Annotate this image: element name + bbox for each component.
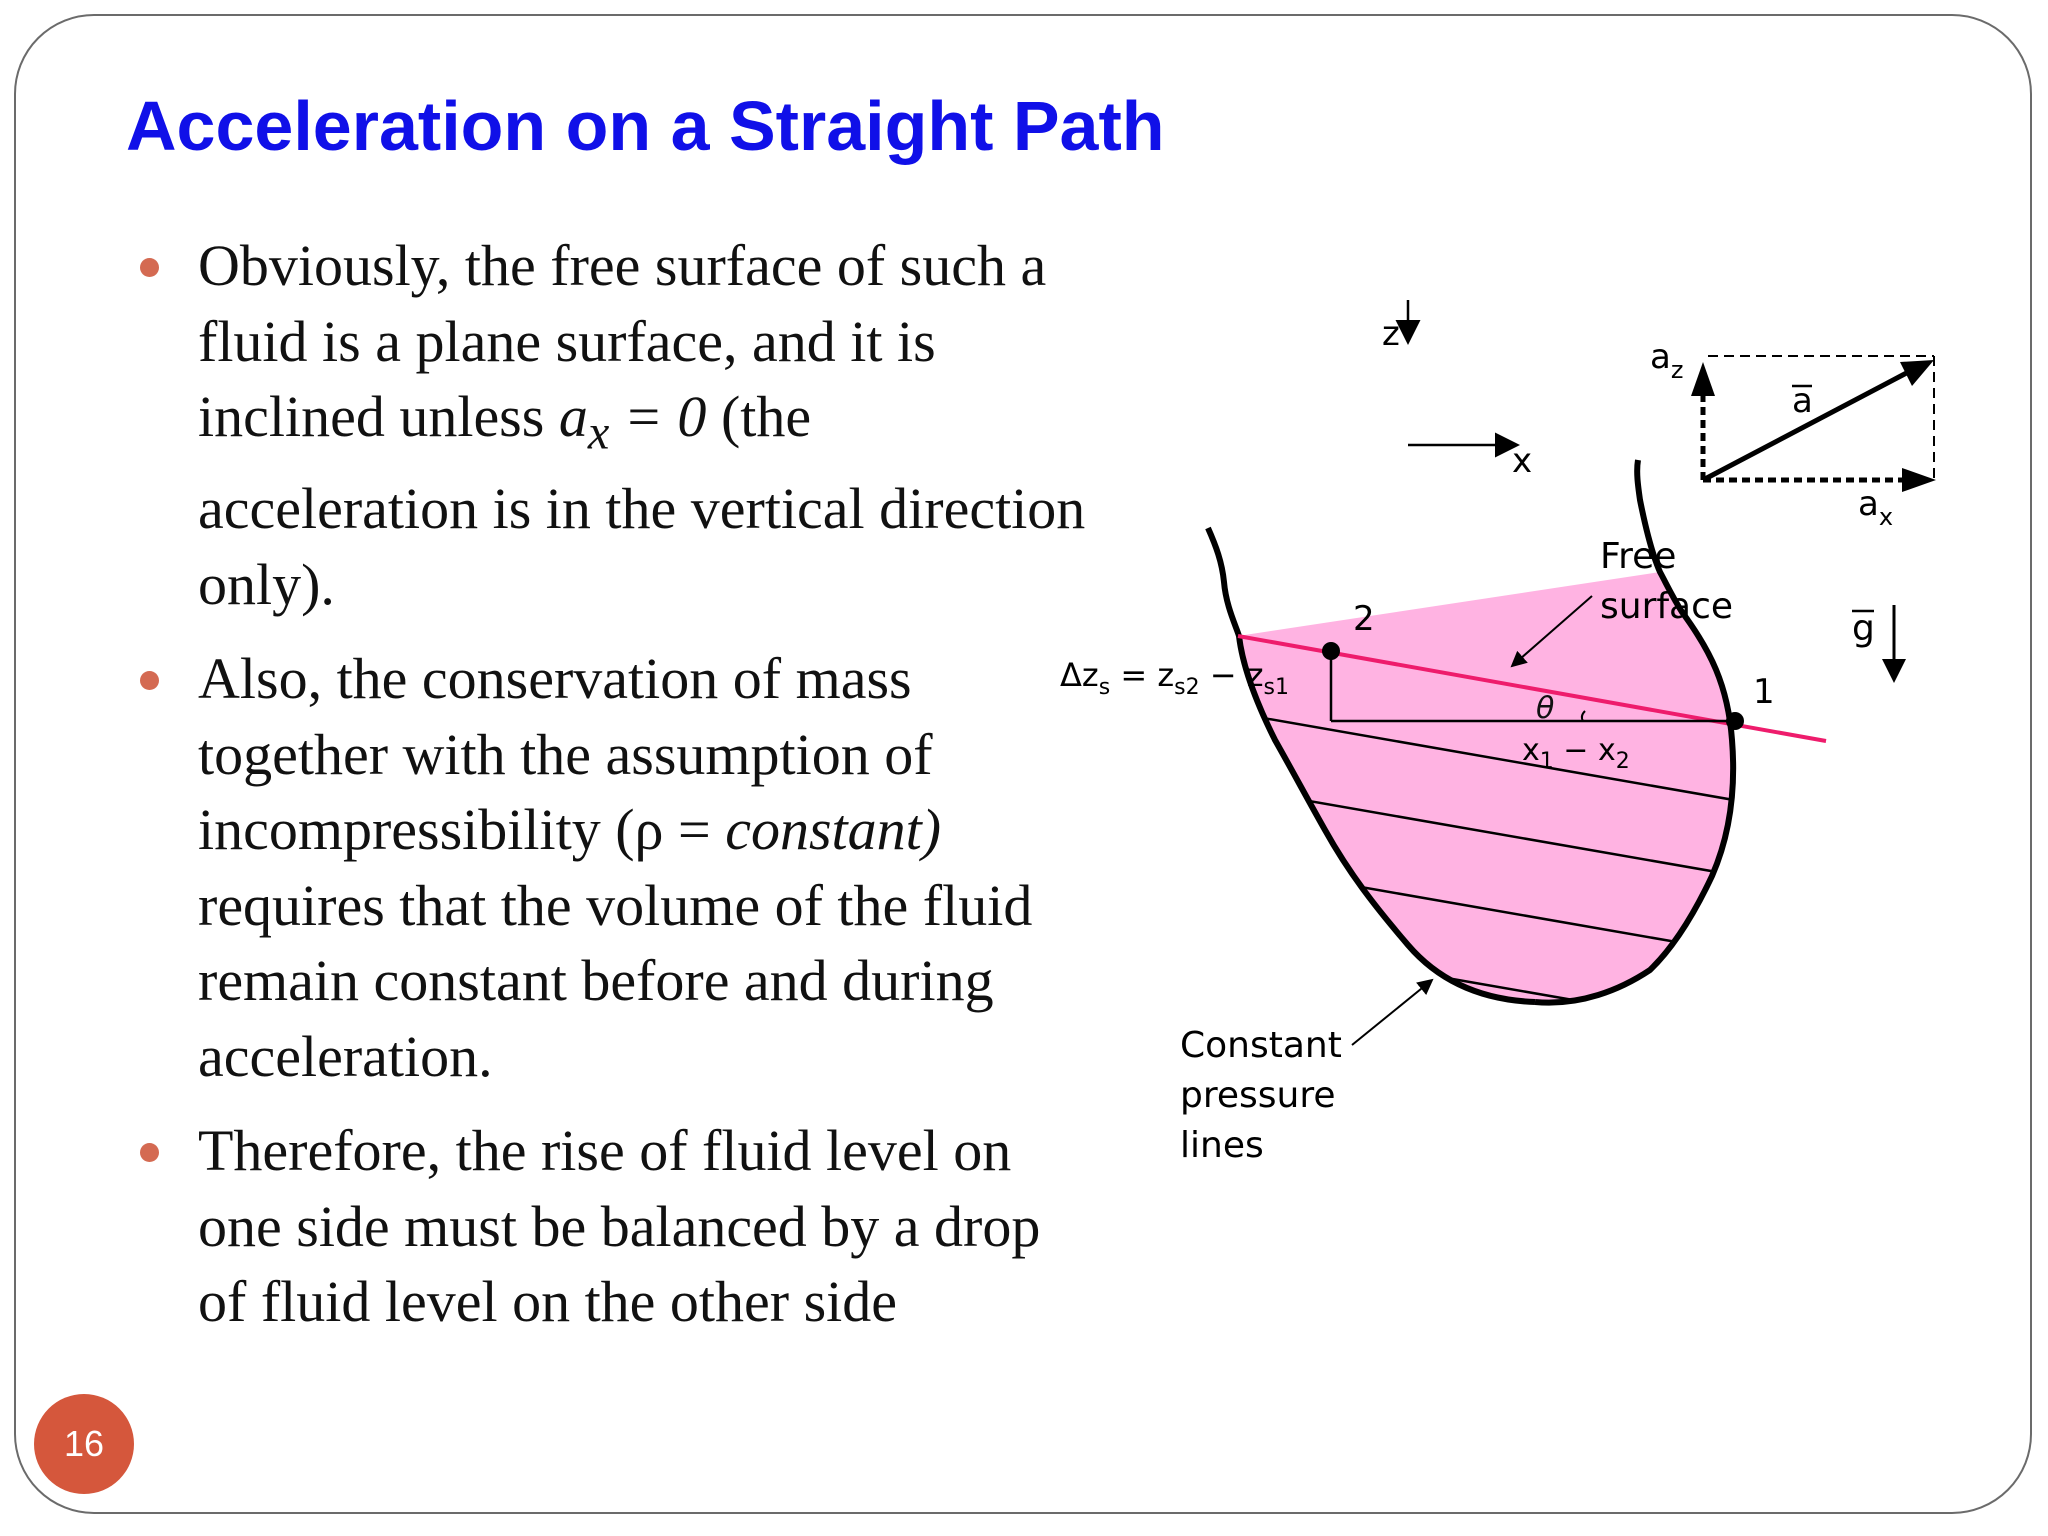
bullet-icon xyxy=(140,1143,159,1163)
bullet-text: Also, the conservation of mass together … xyxy=(198,646,933,863)
bullet-text-end: requires that the volume of the fluid re… xyxy=(198,872,1033,1089)
bullet-list: Obviously, the free surface of such a fl… xyxy=(136,228,1086,1359)
bullet-item: Also, the conservation of mass together … xyxy=(136,641,1086,1094)
acceleration-vector-diagram xyxy=(1691,355,1936,492)
page-number-badge: 16 xyxy=(34,1394,134,1494)
math-equation: = 0 xyxy=(609,384,707,449)
math-constant: constant) xyxy=(725,797,942,863)
bullet-text-end: (the acceleration is in the vertical dir… xyxy=(198,384,1086,617)
accel-total-label: a xyxy=(1792,381,1813,421)
constant-pressure-pointer-icon xyxy=(1351,978,1434,1046)
theta-label: θ xyxy=(1536,691,1554,726)
bullet-text: Therefore, the rise of fluid level on on… xyxy=(198,1118,1041,1335)
accel-x-label: ax xyxy=(1858,484,1893,531)
x-difference-label: x1 − x2 xyxy=(1522,733,1630,774)
free-surface-label-line2: surface xyxy=(1600,586,1733,627)
bullet-icon xyxy=(140,671,159,691)
angle-arc-icon xyxy=(1580,710,1586,722)
gravity-label: g xyxy=(1852,608,1875,649)
free-surface-label-line1: Free xyxy=(1600,536,1676,577)
bullet-item: Therefore, the rise of fluid level on on… xyxy=(136,1113,1086,1340)
point-2-label: 2 xyxy=(1353,599,1375,639)
axes-icon xyxy=(1395,300,1520,458)
axis-x-label: x xyxy=(1512,441,1532,481)
free-surface-pointer-icon xyxy=(1510,595,1593,668)
constant-pressure-label-line3: lines xyxy=(1180,1125,1264,1166)
slide-title: Acceleration on a Straight Path xyxy=(126,87,1165,165)
accel-z-label: az xyxy=(1650,337,1683,384)
tank-acceleration-diagram: z x az a ax g 2 1 θ Δzs = xyxy=(1060,300,1936,1166)
bullet-item: Obviously, the free surface of such a fl… xyxy=(136,228,1086,622)
constant-pressure-label-line1: Constant xyxy=(1180,1025,1342,1066)
bullet-icon xyxy=(140,258,159,277)
bullet-text: Obviously, the free surface of such a fl… xyxy=(198,233,1047,449)
delta-z-label: Δzs = zs2 − zs1 xyxy=(1060,656,1289,700)
math-variable: a xyxy=(558,384,588,449)
constant-pressure-label-line2: pressure xyxy=(1180,1075,1336,1116)
fluid-region xyxy=(1238,572,1734,1003)
axis-z-label: z xyxy=(1382,314,1400,354)
container-wall-left xyxy=(1205,526,1536,1005)
math-subscript: x xyxy=(587,406,610,460)
point-1-label: 1 xyxy=(1753,672,1775,712)
